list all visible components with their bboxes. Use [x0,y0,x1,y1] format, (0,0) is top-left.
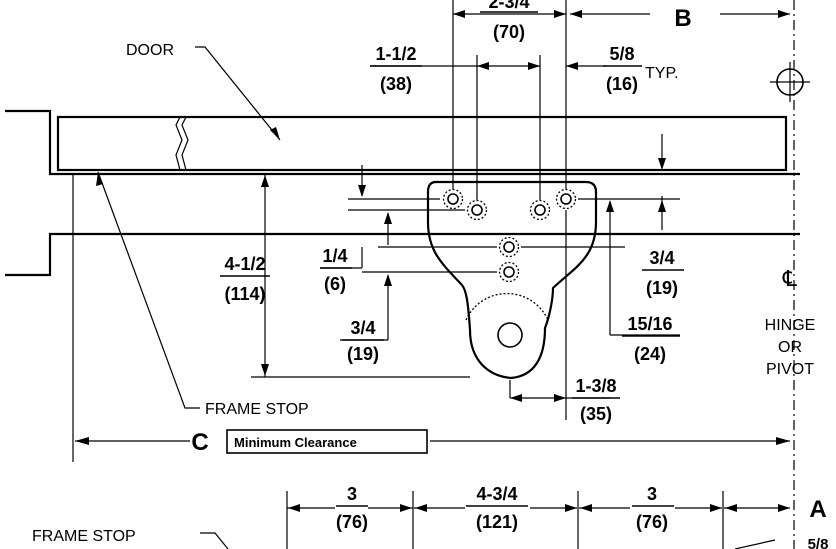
dim-1-3-8: 1-3/8 [575,376,616,396]
dim-1-1-2-mm: (38) [380,74,412,94]
bracket-arm-swing-arc [465,292,549,321]
dim-2-3-4: 2-3/4 [488,0,529,12]
label-min-clearance: Minimum Clearance [234,435,357,450]
label-pivot: PIVOT [766,361,814,378]
frame [5,109,800,462]
dim-15-16-mm: (24) [634,344,666,364]
label-frame-stop-upper: FRAME STOP [205,401,309,418]
frame-header-profile [5,109,800,176]
callout-b: B [674,5,691,32]
dim-3-4-right-mm: (19) [646,278,678,298]
mounting-bracket [426,180,598,380]
dim-3-4-right: 3/4 [649,248,674,268]
dim-1-4-mm: (6) [324,274,346,294]
dim-row-3-left: 3 [347,484,357,504]
label-hinge: HINGE [765,317,816,334]
label-or: OR [778,339,802,356]
hole-1 [447,193,459,205]
bracket-outline [426,180,598,380]
dim-1-1-2: 1-1/2 [375,44,416,64]
hole-4 [560,193,572,205]
min-clearance-box [226,429,428,454]
frame-stop-profile [5,232,800,277]
dim-row-4-3-4: 4-3/4 [476,484,517,504]
hole-3 [534,204,546,216]
dim-5-8-mm: (16) [606,74,638,94]
dim-row-3-right-mm: (76) [636,512,668,532]
label-door: DOOR [126,42,174,59]
dim-row-3-left-mm: (76) [336,512,368,532]
callout-c: C [191,429,208,456]
labels: DOOR 2-3/4 (70) B 1-1/2 (38) 5/8 (16) TY… [32,0,828,549]
door [56,115,788,172]
centerline-symbol-icon: ℄ [782,266,798,291]
dim-1-4: 1/4 [322,246,347,266]
hole-5 [503,241,515,253]
door-break-line-a [175,116,183,171]
dim-1-3-8-mm: (35) [580,404,612,424]
dim-5-8-cut: 5/8 [808,536,829,549]
dim-row-3-right: 3 [647,484,657,504]
door-outline [56,115,788,172]
hinge-centerline [770,0,810,549]
hole-2 [471,204,483,216]
dim-5-8: 5/8 [609,44,634,64]
callout-a: A [809,496,826,523]
dim-row-4-3-4-mm: (121) [476,512,518,532]
fraction-bars [220,11,684,507]
dim-4-1-2: 4-1/2 [224,254,265,274]
dim-2-3-4-mm: (70) [493,22,525,42]
mounting-holes [442,188,577,283]
dim-3-4-left: 3/4 [350,318,375,338]
arm-shaft-hole [497,322,523,348]
dim-3-4-left-mm: (19) [347,344,379,364]
hole-6 [503,266,515,278]
dimension-lines [75,0,790,549]
door-break-line-b [181,116,189,171]
label-typ: TYP. [645,65,679,82]
dim-15-16: 15/16 [627,314,672,334]
dim-4-1-2-mm: (114) [224,284,265,304]
label-frame-stop-lower: FRAME STOP [32,528,136,545]
